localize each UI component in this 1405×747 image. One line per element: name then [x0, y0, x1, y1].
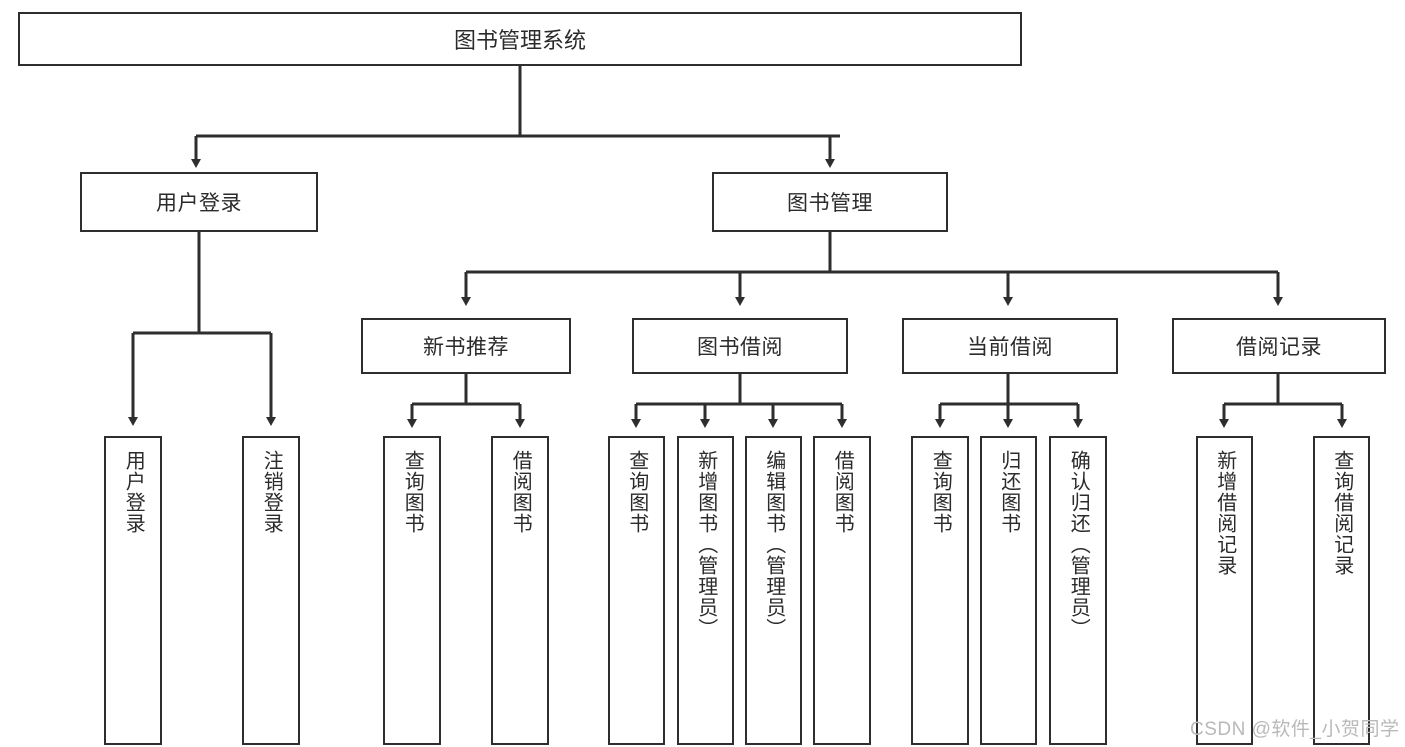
leaf-label: 确认归还（管理员）: [1067, 450, 1090, 639]
node-user-login[interactable]: 用户登录: [80, 172, 318, 232]
leaf-current-borrow-return[interactable]: 归还图书: [980, 436, 1037, 745]
node-current-borrow-label: 当前借阅: [967, 336, 1053, 359]
leaf-label: 新增图书（管理员）: [694, 450, 717, 639]
leaf-label: 查询图书: [401, 450, 424, 534]
leaf-book-borrow-add[interactable]: 新增图书（管理员）: [677, 436, 734, 745]
node-user-login-label: 用户登录: [156, 192, 242, 215]
leaf-label: 借阅图书: [509, 450, 532, 534]
leaf-book-borrow-borrow[interactable]: 借阅图书: [813, 436, 871, 745]
node-book-management[interactable]: 图书管理: [712, 172, 948, 232]
leaf-label: 新增借阅记录: [1213, 450, 1236, 576]
leaf-borrow-record-query[interactable]: 查询借阅记录: [1313, 436, 1370, 745]
node-new-book-recommend[interactable]: 新书推荐: [361, 318, 571, 374]
leaf-new-book-borrow[interactable]: 借阅图书: [491, 436, 549, 745]
leaf-label: 借阅图书: [831, 450, 854, 534]
node-current-borrow[interactable]: 当前借阅: [902, 318, 1118, 374]
leaf-borrow-record-add[interactable]: 新增借阅记录: [1196, 436, 1253, 745]
node-root[interactable]: 图书管理系统: [18, 12, 1022, 66]
leaf-label: 编辑图书（管理员）: [762, 450, 785, 639]
leaf-book-borrow-edit[interactable]: 编辑图书（管理员）: [745, 436, 802, 745]
node-borrow-record-label: 借阅记录: [1236, 336, 1322, 359]
leaf-user-login-logout[interactable]: 注销登录: [242, 436, 300, 745]
node-root-label: 图书管理系统: [453, 28, 586, 53]
leaf-current-borrow-confirm[interactable]: 确认归还（管理员）: [1049, 436, 1107, 745]
leaf-user-login-login[interactable]: 用户登录: [104, 436, 162, 745]
node-borrow-record[interactable]: 借阅记录: [1172, 318, 1386, 374]
leaf-label: 用户登录: [122, 450, 145, 534]
leaf-label: 注销登录: [260, 450, 283, 534]
leaf-label: 查询借阅记录: [1330, 450, 1353, 576]
leaf-label: 查询图书: [625, 450, 648, 534]
node-new-book-recommend-label: 新书推荐: [423, 336, 509, 359]
node-book-borrow-label: 图书借阅: [697, 336, 783, 359]
watermark-text: CSDN @软件_小贺同学: [1190, 719, 1400, 740]
leaf-book-borrow-query[interactable]: 查询图书: [608, 436, 665, 745]
leaf-new-book-query[interactable]: 查询图书: [383, 436, 441, 745]
leaf-label: 归还图书: [997, 450, 1020, 534]
leaf-label: 查询图书: [929, 450, 952, 534]
leaf-current-borrow-query[interactable]: 查询图书: [911, 436, 969, 745]
node-book-management-label: 图书管理: [787, 192, 873, 215]
node-book-borrow[interactable]: 图书借阅: [632, 318, 848, 374]
